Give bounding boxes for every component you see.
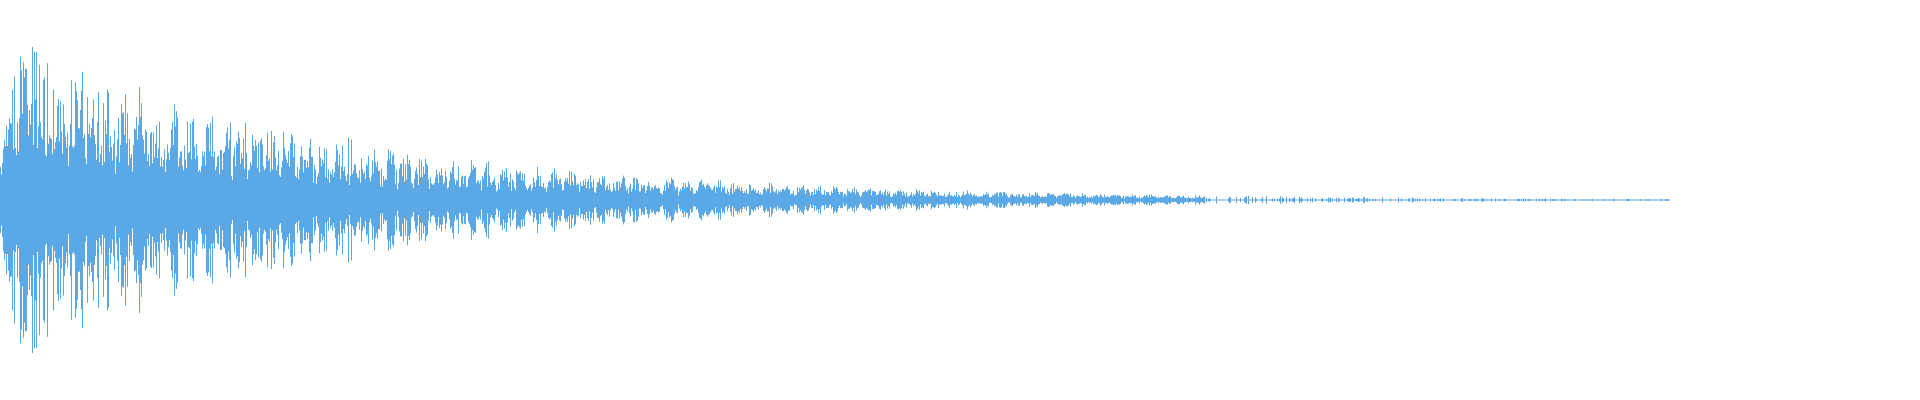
waveform-bars bbox=[0, 47, 1670, 353]
